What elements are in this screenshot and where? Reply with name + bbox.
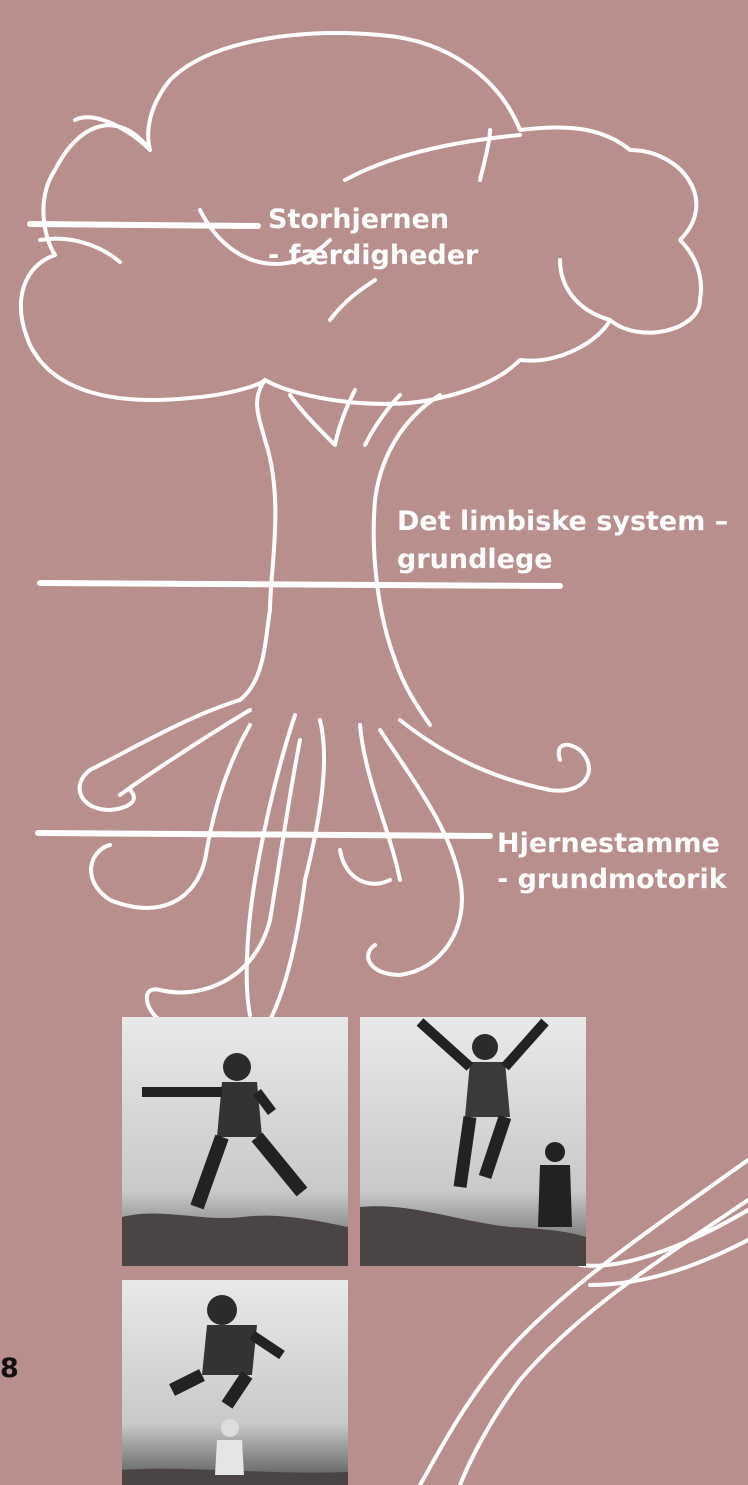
label-cerebrum-line2: - færdigheder [268,238,478,274]
photo-child-jumping-2 [360,1017,586,1266]
level-line-limbic [40,583,560,586]
trunk-left [240,440,275,700]
photo-2-illustration [360,1017,586,1266]
crown-inner-curve-6 [560,260,610,320]
label-brainstem: Hjernestamme - grundmotorik [497,826,727,898]
root-5b [340,850,390,884]
page-number: 8 [0,1353,19,1384]
root-6 [368,730,462,975]
root-7 [400,720,589,791]
label-brainstem-line1: Hjernestamme [497,826,727,862]
label-cerebrum-line1: Storhjernen [268,202,478,238]
label-limbic-line1: Det limbiske system – [397,503,728,541]
root-1 [80,700,240,810]
photo-child-jumping-1 [122,1017,348,1266]
level-line-brainstem [38,833,490,836]
label-brainstem-line2: - grundmotorik [497,862,727,898]
level-line-cerebrum [30,224,258,226]
crown-inner-curve-2 [345,135,520,180]
label-limbic-system: Det limbiske system – grundlege [397,503,728,579]
crown-inner-curve-7 [330,280,375,320]
photo-child-jumping-3 [122,1280,348,1485]
trunk-top-left [257,380,265,440]
photo-1-illustration [122,1017,348,1266]
photo-3-illustration [122,1280,348,1485]
label-limbic-line2: grundlege [397,541,728,579]
label-cerebrum: Storhjernen - færdigheder [268,202,478,274]
root-2 [91,725,250,908]
